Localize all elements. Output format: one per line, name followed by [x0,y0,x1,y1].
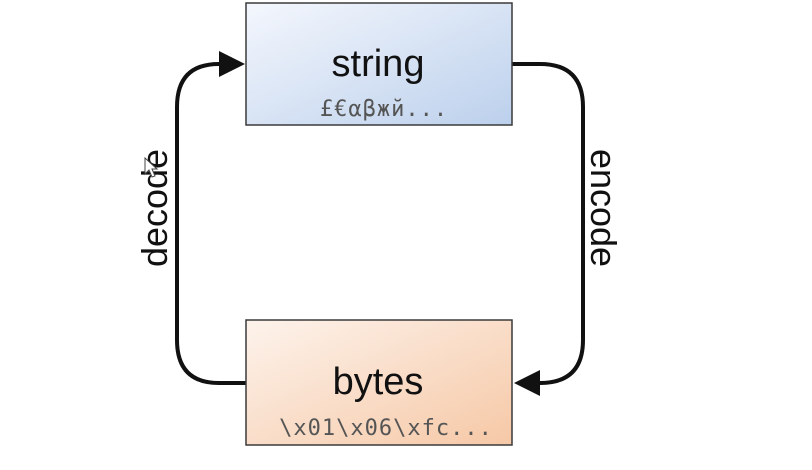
bytes-box [245,319,513,446]
encode-arrow [512,62,585,396]
string-node: string £€αβжй... [245,2,513,126]
decode-arrow [175,51,246,385]
bytes-node: bytes \x01\x06\xfc... [245,319,513,446]
decode-arrowhead [219,51,245,77]
mouse-cursor-icon [144,156,159,178]
encode-arrow-line [512,62,585,385]
string-box [245,2,513,126]
string-title: string [332,43,425,85]
decode-arrow-line [175,62,246,385]
bytes-title: bytes [333,361,424,403]
encode-label: encode [583,149,624,267]
bytes-sample: \x01\x06\xfc... [279,416,493,441]
encode-arrowhead [514,370,540,396]
string-sample: £€αβжй... [320,97,448,122]
